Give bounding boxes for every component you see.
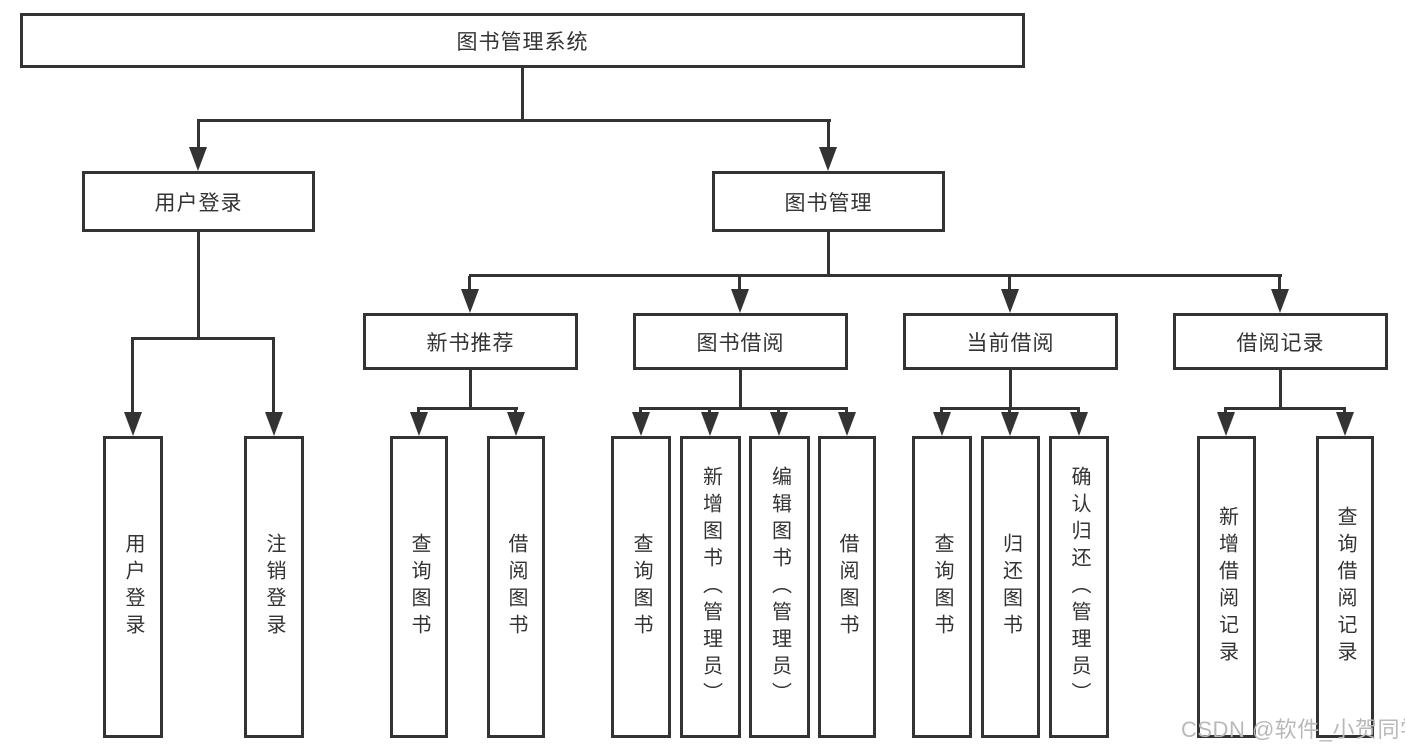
node-new-book-recommend: 新书推荐 (363, 313, 578, 370)
connector-line (131, 337, 275, 340)
connector-line (197, 232, 200, 339)
connector-line (468, 276, 471, 292)
arrowhead-down-icon (189, 147, 207, 171)
leaf-query-books-borrow: 查询图书 (611, 436, 671, 738)
arrowhead-down-icon (1001, 412, 1019, 436)
leaf-borrow-books-borrow: 借阅图书 (818, 436, 876, 738)
connector-line (1278, 276, 1281, 292)
connector-line (469, 274, 1282, 277)
leaf-query-borrow-record: 查询借阅记录 (1316, 436, 1374, 738)
node-user-login: 用户登录 (82, 171, 315, 232)
connector-line (417, 407, 518, 410)
node-current-borrow: 当前借阅 (903, 313, 1118, 370)
arrowhead-down-icon (1217, 412, 1235, 436)
leaf-confirm-return-admin: 确认归还（管理员） (1049, 436, 1109, 738)
arrowhead-down-icon (265, 412, 283, 436)
connector-line (197, 119, 831, 122)
leaf-borrow-books-recommend: 借阅图书 (487, 436, 545, 738)
arrowhead-down-icon (701, 412, 719, 436)
connector-line (1008, 276, 1011, 292)
arrowhead-down-icon (461, 289, 479, 313)
arrowhead-down-icon (632, 412, 650, 436)
connector-line (469, 370, 472, 409)
arrowhead-down-icon (819, 147, 837, 171)
connector-line (131, 338, 134, 416)
connector-line (197, 120, 200, 150)
connector-line (521, 68, 524, 121)
connector-line (1279, 370, 1282, 409)
leaf-query-books-recommend: 查询图书 (390, 436, 448, 738)
arrowhead-down-icon (1336, 412, 1354, 436)
node-borrow-records: 借阅记录 (1173, 313, 1388, 370)
connector-line (1224, 407, 1346, 410)
leaf-edit-books-admin: 编辑图书（管理员） (749, 436, 810, 738)
connector-line (639, 407, 848, 410)
watermark: CSDN @软件_小贺同学 (1181, 717, 1405, 742)
arrowhead-down-icon (770, 412, 788, 436)
arrowhead-down-icon (731, 289, 749, 313)
leaf-add-books-admin: 新增图书（管理员） (680, 436, 741, 738)
connector-line (738, 276, 741, 292)
connector-line (1009, 370, 1012, 409)
leaf-return-books: 归还图书 (981, 436, 1040, 738)
arrowhead-down-icon (1271, 289, 1289, 313)
leaf-user-login: 用户登录 (103, 436, 163, 738)
arrowhead-down-icon (838, 412, 856, 436)
connector-line (827, 232, 830, 276)
node-book-management: 图书管理 (712, 171, 945, 232)
arrowhead-down-icon (410, 412, 428, 436)
leaf-query-books-current: 查询图书 (912, 436, 972, 738)
arrowhead-down-icon (124, 412, 142, 436)
connector-line (272, 338, 275, 416)
connector-line (739, 370, 742, 409)
arrowhead-down-icon (507, 412, 525, 436)
leaf-logout: 注销登录 (244, 436, 304, 738)
node-book-borrow: 图书借阅 (633, 313, 848, 370)
node-root: 图书管理系统 (20, 13, 1025, 68)
connector-line (827, 120, 830, 150)
arrowhead-down-icon (933, 412, 951, 436)
leaf-add-borrow-record: 新增借阅记录 (1197, 436, 1256, 738)
arrowhead-down-icon (1001, 289, 1019, 313)
arrowhead-down-icon (1070, 412, 1088, 436)
